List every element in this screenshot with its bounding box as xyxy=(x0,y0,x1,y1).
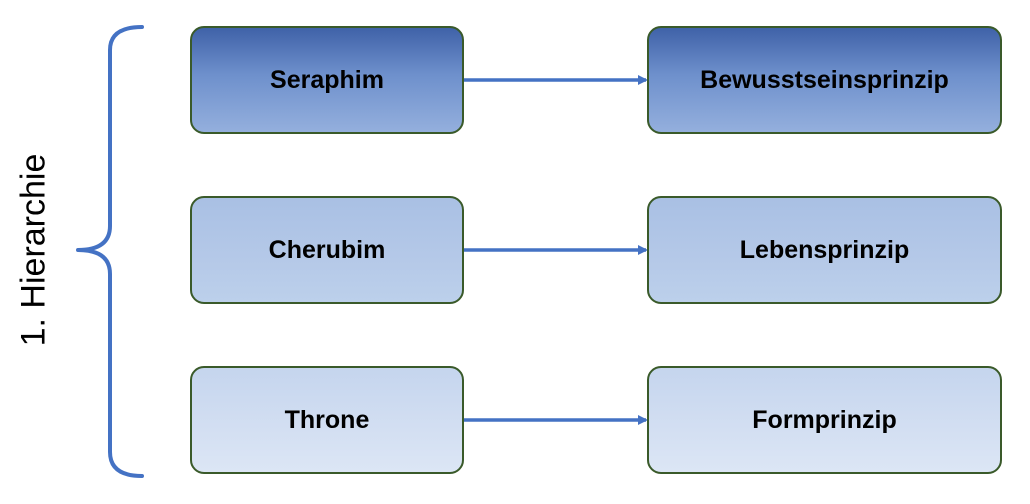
curly-bracket xyxy=(76,25,144,478)
hierarchy-label: 1. Hierarchie xyxy=(14,153,53,347)
node-cherubim: Cherubim xyxy=(190,196,464,304)
node-seraphim: Seraphim xyxy=(190,26,464,134)
node-formprinzip: Formprinzip xyxy=(647,366,1002,474)
node-bewusstseinsprinzip: Bewusstseinsprinzip xyxy=(647,26,1002,134)
node-lebensprinzip: Lebensprinzip xyxy=(647,196,1002,304)
node-throne: Throne xyxy=(190,366,464,474)
